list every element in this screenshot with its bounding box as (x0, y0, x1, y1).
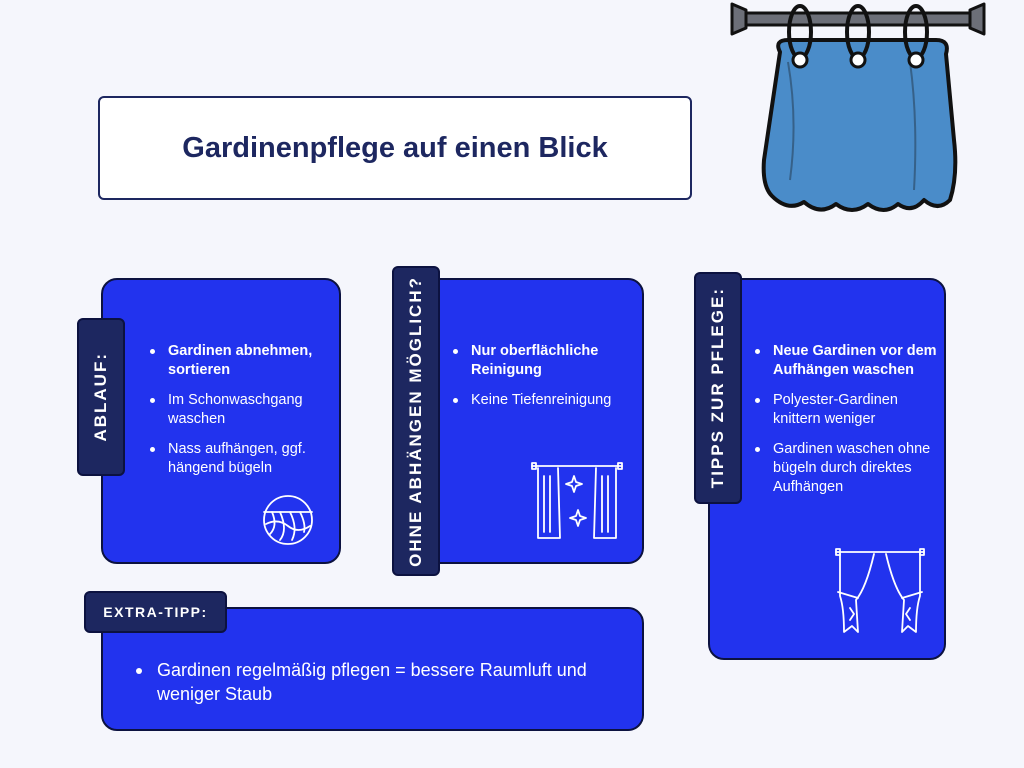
card-tipps: Neue Gardinen vor dem Aufhängen waschen … (708, 278, 946, 660)
card-ablauf: Gardinen abnehmen, sortieren Im Schonwas… (101, 278, 341, 564)
list-item: Gardinen regelmäßig pflegen = bessere Ra… (133, 658, 623, 706)
tab-label: ABLAUF: (91, 352, 110, 442)
list-item: Nur oberflächliche Reinigung (450, 342, 630, 380)
title-box: Gardinenpflege auf einen Blick (98, 96, 692, 200)
tab-extra-tipp: EXTRA-TIPP: (84, 591, 227, 633)
list-item: Im Schonwaschgang waschen (147, 391, 327, 429)
card-extra-tipp: Gardinen regelmäßig pflegen = bessere Ra… (101, 607, 644, 731)
tab-ohne-abhaengen: OHNE ABHÄNGEN MÖGLICH? (392, 266, 440, 576)
ohne-list: Nur oberflächliche Reinigung Keine Tiefe… (450, 342, 630, 421)
clean-curtain-icon (531, 462, 623, 539)
tab-label: EXTRA-TIPP: (103, 604, 208, 620)
curtain-illustration (730, 2, 986, 212)
list-item: Polyester-Gardinen knittern weniger (752, 391, 938, 429)
page-title: Gardinenpflege auf einen Blick (182, 131, 608, 164)
ablauf-list: Gardinen abnehmen, sortieren Im Schonwas… (147, 342, 327, 489)
tab-label: OHNE ABHÄNGEN MÖGLICH? (406, 275, 425, 567)
list-item: Nass aufhängen, ggf. hängend bügeln (147, 440, 327, 478)
extra-list: Gardinen regelmäßig pflegen = bessere Ra… (133, 658, 623, 717)
washing-curtain-icon (263, 495, 313, 545)
list-item: Keine Tiefenreinigung (450, 391, 630, 410)
tipps-list: Neue Gardinen vor dem Aufhängen waschen … (752, 342, 938, 508)
tab-ablauf: ABLAUF: (77, 318, 125, 476)
list-item: Gardinen abnehmen, sortieren (147, 342, 327, 380)
list-item: Neue Gardinen vor dem Aufhängen waschen (752, 342, 938, 380)
tied-curtain-icon (835, 548, 925, 633)
tab-label: TIPPS ZUR PFLEGE: (708, 287, 727, 489)
list-item: Gardinen waschen ohne bügeln durch direk… (752, 440, 938, 497)
card-ohne-abhaengen: Nur oberflächliche Reinigung Keine Tiefe… (410, 278, 644, 564)
tab-tipps: TIPPS ZUR PFLEGE: (694, 272, 742, 504)
